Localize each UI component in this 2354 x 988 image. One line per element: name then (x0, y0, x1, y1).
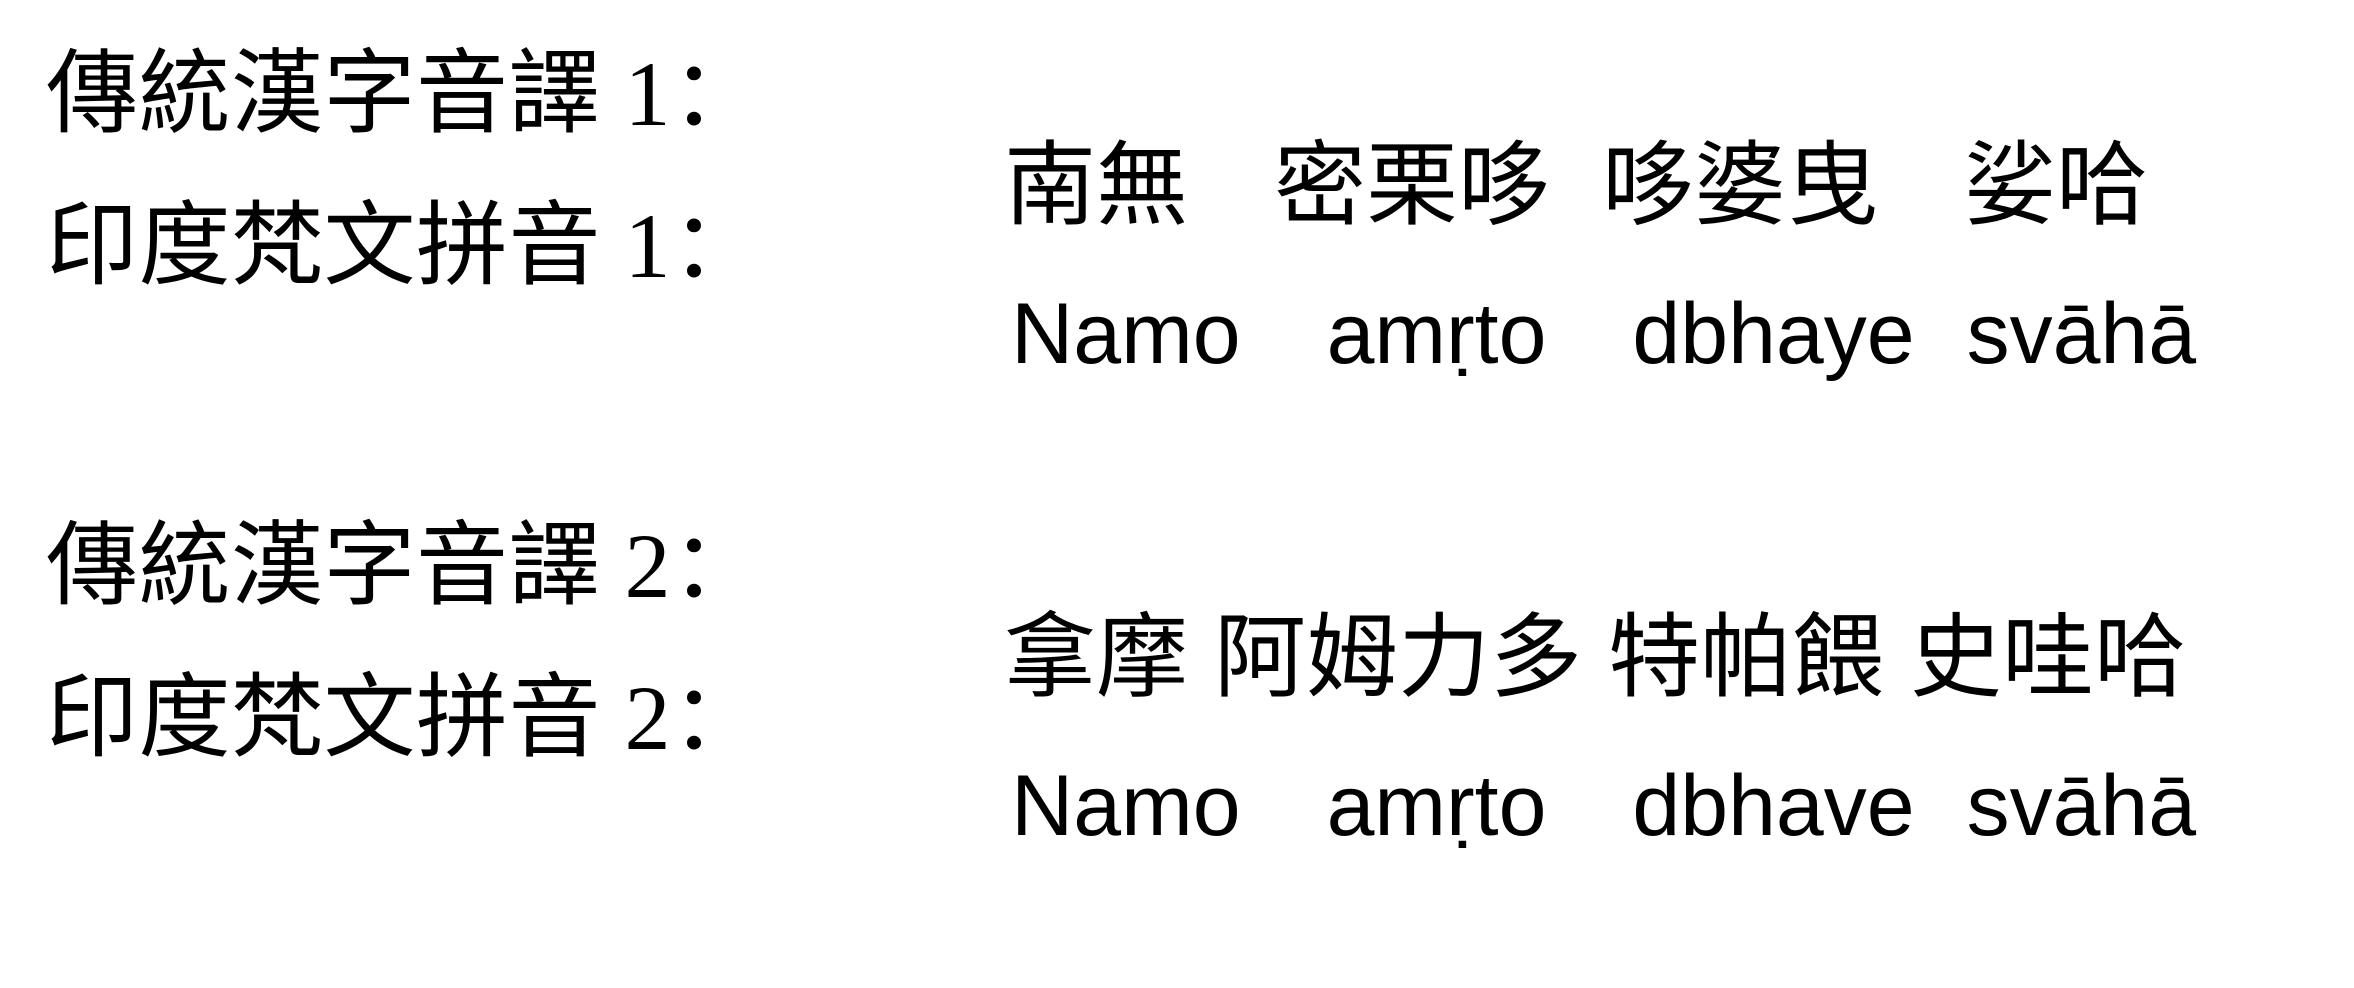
latin-1-segment-2: amṛto (1326, 286, 1547, 382)
han-2-segment-2: 阿姆力多 (1214, 607, 1583, 709)
line-han-1: 傳統漢字音譯 1： 南無密栗哆哆婆曳娑哈 (0, 43, 2354, 232)
line-latin-2-content: Namo amṛto dbhave svāhā (820, 677, 2196, 935)
latin-1-segment-4: svāhā (1966, 286, 2197, 382)
han-1-segment-3: 哆婆曳 (1602, 135, 1879, 237)
line-han-1-content: 南無密栗哆哆婆曳娑哈 (820, 48, 2148, 324)
line-latin-2-label: 印度梵文拼音 2： (46, 667, 764, 769)
han-1-segment-1: 南無 (1004, 135, 1189, 237)
latin-2-segment-1: Namo (1011, 758, 1241, 854)
han-1-segment-2: 密栗哆 (1274, 135, 1551, 237)
line-han-2-content: 拿摩阿姆力多特帕餵史哇哈 (820, 520, 2186, 796)
latin-2-segment-3: dbhave (1632, 758, 1915, 854)
han-2-segment-4: 史哇哈 (1910, 607, 2187, 709)
han-2-segment-1: 拿摩 (1004, 607, 1189, 709)
latin-1-segment-1: Namo (1011, 286, 1241, 382)
line-latin-1-label: 印度梵文拼音 1： (46, 195, 764, 297)
latin-1-segment-3: dbhaye (1632, 286, 1915, 382)
han-1-segment-4: 娑哈 (1964, 135, 2149, 237)
latin-2-segment-2: amṛto (1326, 758, 1547, 854)
line-han-2: 傳統漢字音譯 2： 拿摩阿姆力多特帕餵史哇哈 (0, 515, 2354, 704)
line-han-2-label: 傳統漢字音譯 2： (46, 515, 764, 617)
line-latin-1-content: Namo amṛto dbhaye svāhā (820, 205, 2196, 463)
han-2-segment-3: 特帕餵 (1608, 607, 1885, 709)
latin-2-segment-4: svāhā (1966, 758, 2197, 854)
line-han-1-label: 傳統漢字音譯 1： (46, 43, 764, 145)
